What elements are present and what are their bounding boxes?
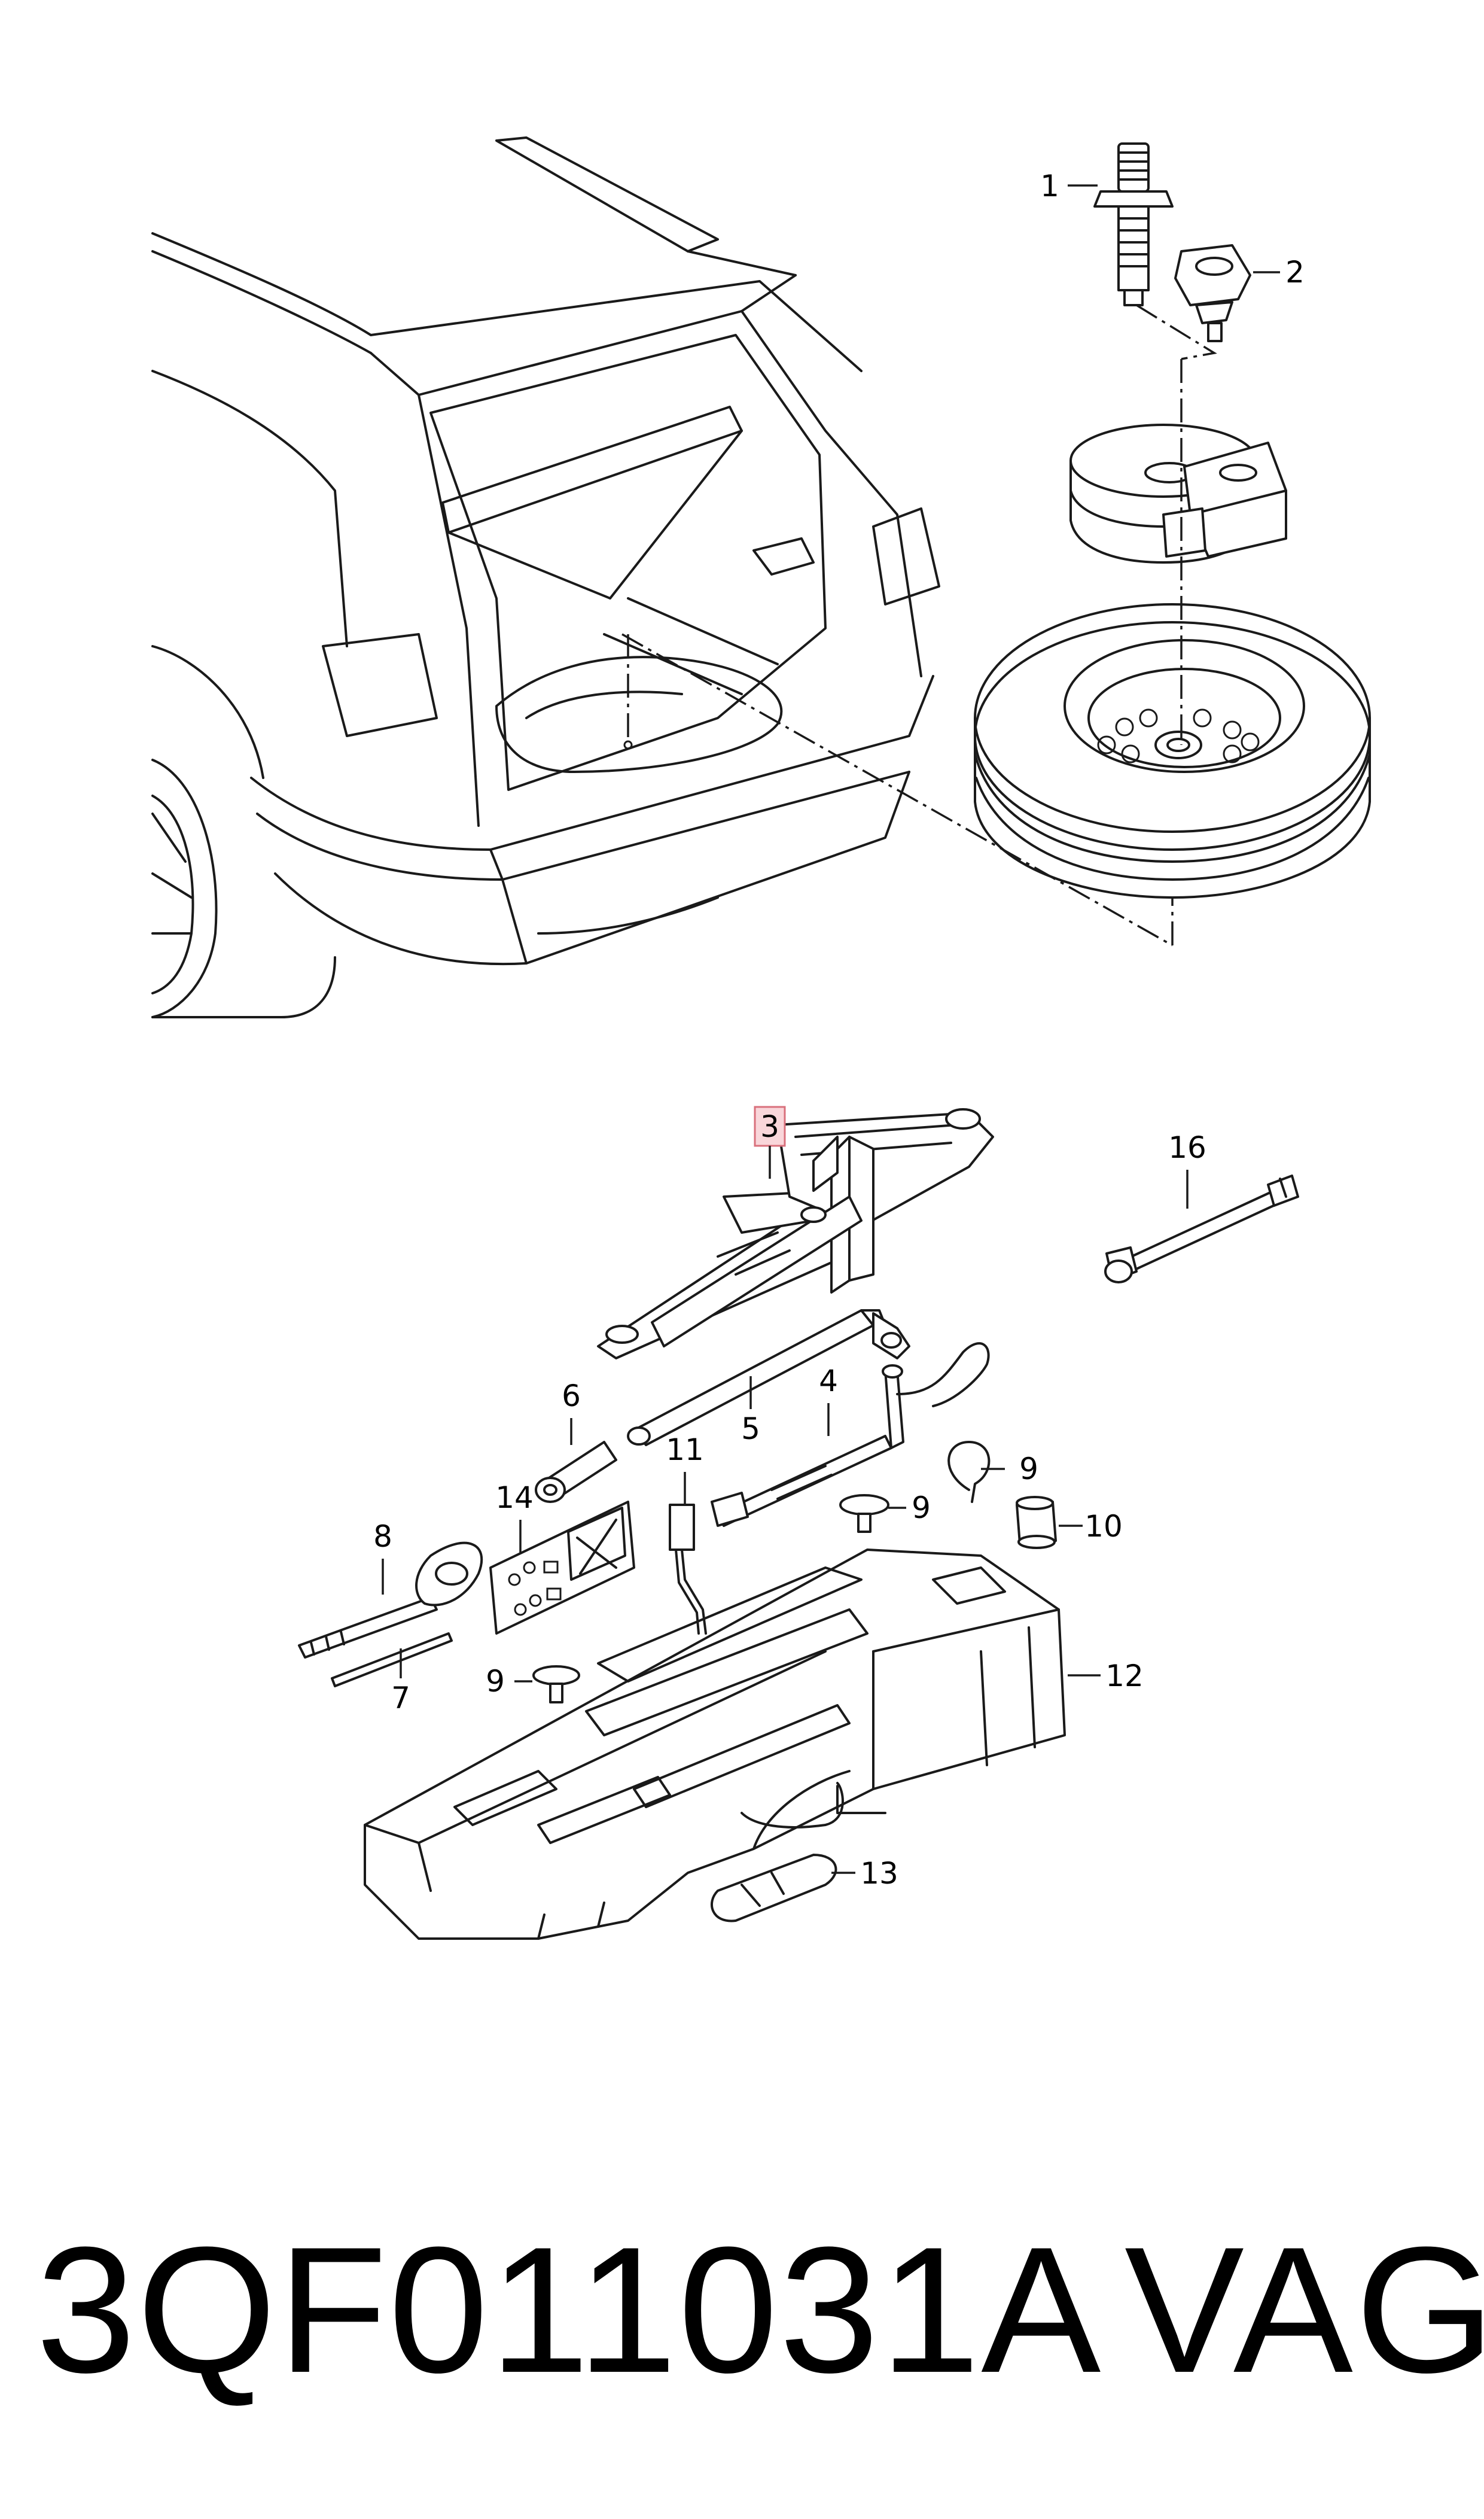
part-3-scissor-jack [597, 1108, 994, 1359]
part-14-velcro-pad [711, 1854, 837, 1922]
callout-14: 13 [860, 1856, 898, 1891]
callout-1: 1 [1040, 169, 1059, 203]
part-2-wing-nut [1174, 244, 1251, 342]
callout-11: 10 [1084, 1509, 1123, 1544]
callout-3: 3 [760, 1109, 779, 1144]
callout-5: 5 [741, 1411, 760, 1446]
callout-6: 6 [562, 1379, 581, 1413]
callout-7: 7 [391, 1681, 410, 1715]
callout-16: 16 [1168, 1130, 1206, 1165]
part-number: 3QF011031A [36, 2209, 1102, 2410]
callout-12: 11 [666, 1432, 704, 1467]
parts-diagram: 1 2 3 16 [151, 136, 1371, 1940]
callout-9-upper: 9 [912, 1490, 931, 1525]
part-11-cap [1016, 1496, 1057, 1549]
part-9-fastener-upper [839, 1494, 889, 1533]
callout-13: 12 [1105, 1659, 1144, 1693]
guide-line-bolt [1136, 304, 1217, 360]
part-15-label [489, 1501, 635, 1635]
part-10-clip [947, 1441, 991, 1503]
part-16-extension [1104, 1175, 1299, 1283]
callout-3-highlight [754, 1106, 786, 1147]
part-6-socket [535, 1441, 617, 1503]
car-rear-illustration [151, 136, 940, 1018]
part-8-tow-eye [298, 1541, 483, 1659]
foam-insert-round [1069, 424, 1287, 564]
callout-2: 2 [1285, 255, 1305, 290]
footer: 3QF011031A VAG [0, 2202, 1484, 2417]
part-7-rod [331, 1632, 453, 1687]
brand-name: VAG [1125, 2209, 1484, 2410]
spare-wheel [974, 603, 1371, 899]
callout-10: 9 [1019, 1452, 1038, 1486]
part-4-crank-handle [711, 1342, 990, 1527]
callout-8: 8 [373, 1519, 392, 1554]
guide-line-trunk [621, 633, 1174, 947]
part-5-lug-wrench [627, 1309, 910, 1446]
part-1-bolt [1093, 142, 1174, 306]
part-9-fastener-lower [532, 1665, 580, 1703]
callout-4: 4 [819, 1364, 838, 1398]
part-13-tool-tray [364, 1548, 1066, 1940]
callout-15: 14 [495, 1480, 534, 1515]
part-12-hook [669, 1504, 707, 1635]
callout-9-lower: 9 [486, 1664, 505, 1699]
